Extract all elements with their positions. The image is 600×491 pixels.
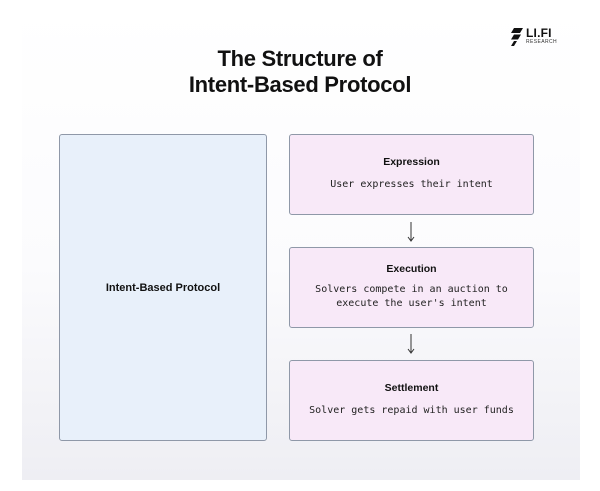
- step-description-line: execute the user's intent: [336, 298, 487, 309]
- step-title-execution: Execution: [386, 263, 437, 275]
- down-arrow-icon: [407, 222, 415, 242]
- title-line-2: Intent-Based Protocol: [188, 72, 412, 97]
- step-title-expression: Expression: [383, 156, 440, 168]
- step-description-line: Solver gets repaid with user funds: [309, 405, 514, 416]
- page-title: The Structure of Intent-Based Protocol: [0, 46, 600, 98]
- step-description-execution: Solvers compete in an auction to execute…: [290, 283, 533, 311]
- protocol-container-box: Intent-Based Protocol: [59, 134, 267, 441]
- title-line-1: The Structure of: [217, 46, 383, 71]
- step-box-settlement: Settlement Solver gets repaid with user …: [289, 360, 534, 441]
- step-box-expression: Expression User expresses their intent: [289, 134, 534, 215]
- step-description-line: User expresses their intent: [330, 179, 493, 190]
- protocol-label: Intent-Based Protocol: [105, 281, 221, 294]
- step-box-execution: Execution Solvers compete in an auction …: [289, 247, 534, 328]
- down-arrow-icon: [407, 334, 415, 354]
- logo-subtitle: RESEARCH: [526, 39, 557, 45]
- step-title-settlement: Settlement: [384, 382, 439, 394]
- logo-wordmark: LI.FI: [526, 26, 552, 40]
- lifi-logo-icon: [511, 28, 523, 46]
- step-description-settlement: Solver gets repaid with user funds: [290, 404, 533, 418]
- lifi-logo: LI.FI RESEARCH: [511, 27, 571, 47]
- step-description-line: Solvers compete in an auction to: [315, 284, 508, 295]
- step-description-expression: User expresses their intent: [290, 178, 533, 192]
